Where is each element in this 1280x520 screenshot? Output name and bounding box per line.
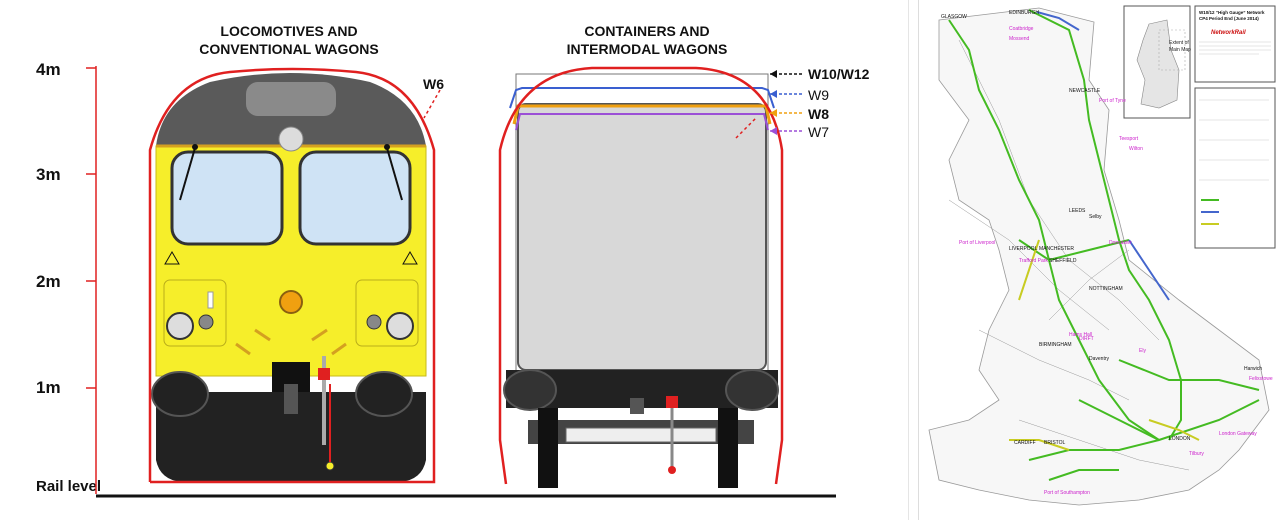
buffer-left <box>151 371 209 417</box>
w7-profile <box>515 113 769 131</box>
network-map: Extent of Main Map W10/12 “High Gauge” N… <box>919 0 1280 520</box>
place-label: BRISTOL <box>1044 440 1066 446</box>
container-title: CONTAINERS AND INTERMODAL WAGONS <box>522 22 772 58</box>
w6-outline-container <box>498 66 784 485</box>
locomotive <box>151 73 427 482</box>
map-legend-block <box>1194 87 1276 249</box>
loco-top-lamp <box>278 126 304 152</box>
place-label: Harwich <box>1244 366 1262 372</box>
gauge-label-w9: W9 <box>808 87 829 103</box>
place-label: DIRFT <box>1079 336 1094 342</box>
loco-title: LOCOMOTIVES AND CONVENTIONAL WAGONS <box>164 22 414 58</box>
w6-label-loco: W6 <box>423 76 444 92</box>
container-wagon <box>503 73 779 488</box>
warning-icon <box>402 251 418 265</box>
inset-caption-line2: Main Map <box>1169 47 1191 53</box>
gauge-drawing <box>86 66 836 498</box>
place-label: Trafford Park <box>1019 258 1048 264</box>
container-title-line2: INTERMODAL WAGONS <box>566 41 728 57</box>
loco-title-line1: LOCOMOTIVES AND <box>220 23 358 39</box>
gauge-diagram-panel: LOCOMOTIVES AND CONVENTIONAL WAGONS CONT… <box>36 0 909 520</box>
w9-profile <box>509 87 775 109</box>
network-rail-logo: NetworkRail <box>1211 30 1246 36</box>
scale-label-4m: 4m <box>36 60 61 79</box>
scale-label-rail-level: Rail level <box>36 478 102 495</box>
headlight-icon <box>386 312 414 340</box>
scale-label-1m: 1m <box>36 378 61 397</box>
gauge-label-w10-w12: W10/W12 <box>808 66 870 82</box>
network-map-panel: Extent of Main Map W10/12 “High Gauge” N… <box>918 0 1280 520</box>
container-title-line1: CONTAINERS AND <box>584 23 710 39</box>
place-label: Coatbridge <box>1009 26 1034 32</box>
place-label: Wilton <box>1129 146 1143 152</box>
map-title-block <box>1194 5 1276 83</box>
w6-outline-loco <box>148 67 436 484</box>
place-label: Selby <box>1089 214 1102 220</box>
place-label: MANCHESTER <box>1039 246 1074 252</box>
place-label: Hams Hall <box>1069 332 1092 338</box>
place-label: Felixstowe <box>1249 376 1273 382</box>
place-label: Port of Southampton <box>1044 490 1090 496</box>
place-label: LEEDS <box>1069 208 1086 214</box>
place-label: Mossend <box>1009 36 1030 42</box>
buffer-right <box>725 369 779 411</box>
place-label: BIRMINGHAM <box>1039 342 1072 348</box>
upgraded-route <box>1036 11 1080 31</box>
map-place-labels: GLASGOW EDINBURGH NEWCASTLE Port of Tyne… <box>941 10 1273 496</box>
place-label: GLASGOW <box>941 14 967 20</box>
inset-caption-line1: Extent of <box>1169 40 1189 46</box>
place-label: NOTTINGHAM <box>1089 286 1123 292</box>
place-label: Ely <box>1139 348 1146 354</box>
place-label: SHEFFIELD <box>1049 258 1077 264</box>
scale-ticks <box>86 67 96 389</box>
w6-pointer-container <box>735 117 757 139</box>
scale-label-2m: 2m <box>36 272 61 291</box>
loco-center-lamp <box>279 290 303 314</box>
loco-roof-grille <box>246 82 336 116</box>
loco-window-left <box>170 150 284 246</box>
place-label: LONDON <box>1169 436 1191 442</box>
w6-pointer-loco <box>423 89 441 119</box>
place-label: Port of Tyne <box>1099 98 1126 104</box>
loco-skirt <box>156 392 426 482</box>
map-title-line1: W10/12 “High Gauge” Network <box>1199 10 1265 15</box>
place-label: Daventry <box>1089 356 1110 362</box>
place-label: NEWCASTLE <box>1069 88 1101 94</box>
place-label: LIVERPOOL <box>1009 246 1038 252</box>
container-box <box>517 103 767 371</box>
w10-routes <box>948 9 1260 481</box>
buffer-left <box>503 369 557 411</box>
place-label: Doncaster <box>1109 240 1132 246</box>
gauge-label-w8: W8 <box>808 106 829 122</box>
loco-window-right <box>298 150 412 246</box>
place-label: Port of Liverpool <box>959 240 995 246</box>
place-label: London Gateway <box>1219 431 1257 437</box>
place-label: CARDIFF <box>1014 440 1036 446</box>
headlight-icon <box>166 312 194 340</box>
place-label: Teesport <box>1119 136 1139 142</box>
gauge-label-w7: W7 <box>808 124 829 140</box>
place-label: EDINBURGH <box>1009 10 1039 16</box>
buffer-right <box>355 371 413 417</box>
place-label: Tilbury <box>1189 451 1204 457</box>
warning-icon <box>164 251 180 265</box>
scale-label-3m: 3m <box>36 165 61 184</box>
loco-title-line2: CONVENTIONAL WAGONS <box>199 41 379 57</box>
map-title-line2: CP4 Period End (June 2014) <box>1199 16 1259 21</box>
proposed-routes <box>1009 239 1200 451</box>
w8-profile <box>512 104 772 125</box>
